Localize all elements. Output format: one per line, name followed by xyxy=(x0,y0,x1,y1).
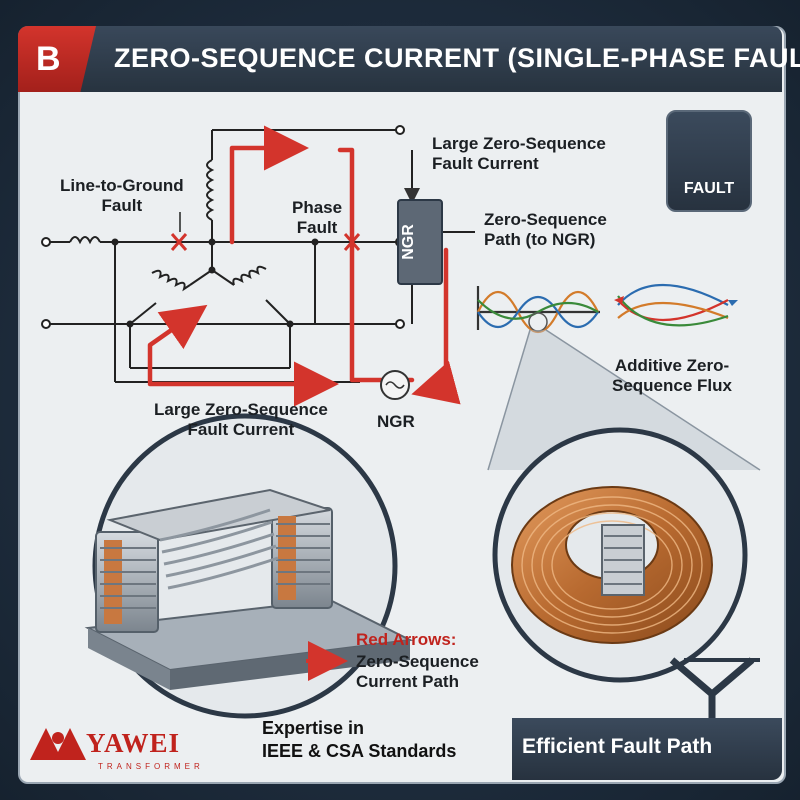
circuit-nodes xyxy=(111,238,319,328)
label-large-zs-bottom: Large Zero-Sequence Fault Current xyxy=(154,400,328,440)
header-badge-letter: B xyxy=(36,40,61,78)
label-large-zs-bottom-l2: Fault Current xyxy=(187,420,295,439)
ngr-bottom-label: NGR xyxy=(377,412,415,431)
label-large-zs-bottom-l1: Large Zero-Sequence xyxy=(154,400,328,419)
legend-text-l1: Zero-Sequence xyxy=(356,652,479,671)
fault-badge-label: FAULT xyxy=(683,180,735,197)
legend-text: Zero-Sequence Current Path xyxy=(356,652,479,692)
label-line-to-ground-l2: Fault xyxy=(101,196,143,215)
label-large-zs-top-l2: Fault Current xyxy=(432,154,539,173)
label-additive-l2: Sequence Flux xyxy=(612,376,732,395)
label-additive-flux: Additive Zero- Sequence Flux xyxy=(612,356,732,396)
ngr-resistor-box xyxy=(397,199,443,285)
toroid-coil-image xyxy=(511,486,713,644)
waveform-chart xyxy=(476,286,600,333)
ngr-box-label: NGR xyxy=(399,224,417,260)
header-bar xyxy=(18,26,782,92)
header-badge xyxy=(18,26,96,92)
zoom-ring-small xyxy=(528,312,548,332)
label-line-to-ground-l1: Line-to-Ground xyxy=(60,176,184,195)
label-additive-l1: Additive Zero- xyxy=(614,356,730,375)
label-zs-path-l2: Path (to NGR) xyxy=(484,230,596,249)
fault-badge xyxy=(666,110,752,212)
label-large-zs-top-l1: Large Zero-Sequence xyxy=(432,134,606,153)
flux-diagram xyxy=(614,283,738,327)
transformer-core-image xyxy=(84,488,414,690)
terminal-circles xyxy=(41,125,405,329)
brand-subtitle: TRANSFORMER xyxy=(98,762,204,771)
label-large-zs-top: Large Zero-Sequence Fault Current xyxy=(432,134,606,174)
label-line-to-ground: Line-to-Ground Fault xyxy=(60,176,184,216)
legend-title: Red Arrows: xyxy=(356,630,457,649)
label-phase-fault: Phase Fault xyxy=(292,198,342,238)
label-zs-path: Zero-Sequence Path (to NGR) xyxy=(484,210,607,250)
brand-name: YAWEI xyxy=(86,728,181,758)
page-title: ZERO-SEQUENCE CURRENT (SINGLE-PHASE FAUL… xyxy=(114,43,800,73)
expertise-l2: IEEE & CSA Standards xyxy=(262,741,457,761)
legend-text-l2: Current Path xyxy=(356,672,459,691)
expertise-text: Expertise in IEEE & CSA Standards xyxy=(262,717,456,763)
yawei-emblem-icon xyxy=(30,728,86,760)
label-phase-fault-l2: Fault xyxy=(296,218,338,237)
label-phase-fault-l1: Phase xyxy=(292,198,343,217)
sine-icon xyxy=(385,381,405,389)
footer-tagline: Efficient Fault Path xyxy=(522,735,713,758)
zero-sequence-path xyxy=(147,125,461,407)
label-zs-path-l1: Zero-Sequence xyxy=(484,210,607,229)
expertise-l1: Expertise in xyxy=(262,718,365,738)
zoom-beam xyxy=(488,330,760,470)
footer-tagline-bar xyxy=(512,718,782,780)
